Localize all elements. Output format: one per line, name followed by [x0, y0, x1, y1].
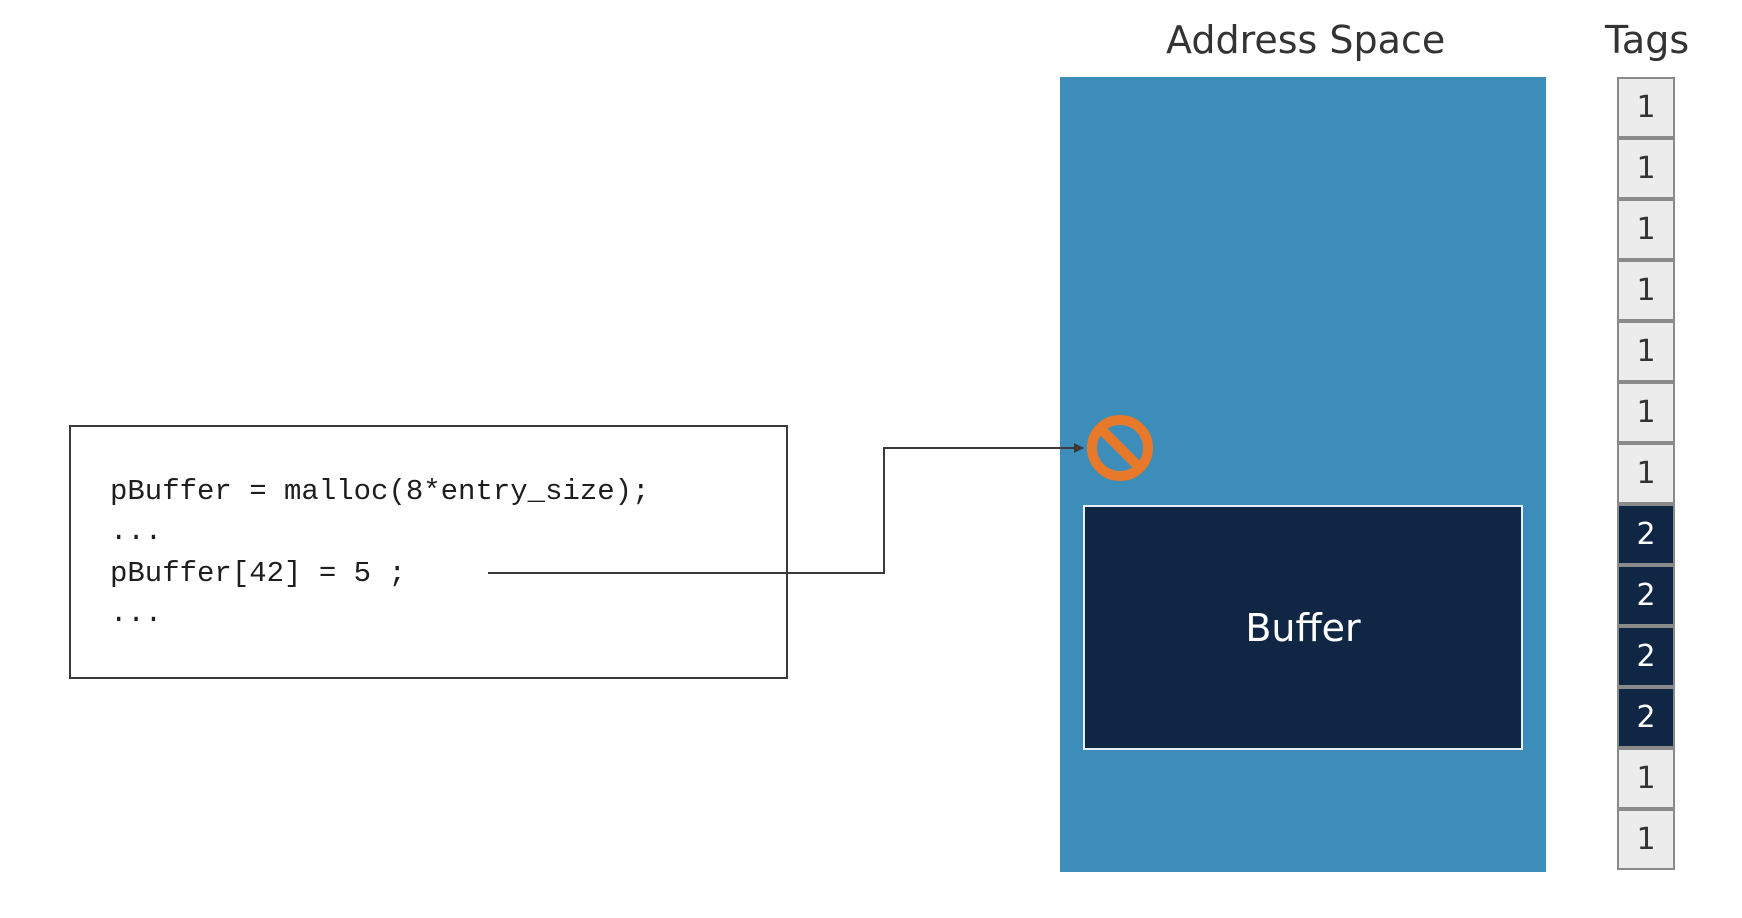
tag-cell: 1 — [1617, 260, 1675, 321]
tag-cell: 2 — [1617, 687, 1675, 748]
tag-cell: 1 — [1617, 809, 1675, 870]
buffer-label: Buffer — [1245, 605, 1361, 650]
tags-title: Tags — [1605, 18, 1690, 62]
tag-cell: 2 — [1617, 504, 1675, 565]
tag-cell: 1 — [1617, 77, 1675, 138]
prohibited-icon — [1087, 415, 1153, 481]
tag-cell: 1 — [1617, 138, 1675, 199]
buffer-block: Buffer — [1083, 505, 1523, 750]
tag-cell: 1 — [1617, 199, 1675, 260]
code-line-ellipsis-2: ... — [110, 597, 163, 630]
code-line-write: pBuffer[42] = 5 ; — [110, 557, 406, 590]
access-arrow — [488, 443, 1084, 574]
tag-cell: 2 — [1617, 565, 1675, 626]
tag-cell: 1 — [1617, 748, 1675, 809]
code-line-ellipsis-1: ... — [110, 515, 163, 548]
tag-cell: 1 — [1617, 382, 1675, 443]
address-space-title: Address Space — [1166, 18, 1446, 62]
tag-cell: 1 — [1617, 443, 1675, 504]
tag-cell: 1 — [1617, 321, 1675, 382]
code-line-malloc: pBuffer = malloc(8*entry_size); — [110, 475, 650, 508]
code-box — [69, 425, 788, 679]
tag-cell: 2 — [1617, 626, 1675, 687]
